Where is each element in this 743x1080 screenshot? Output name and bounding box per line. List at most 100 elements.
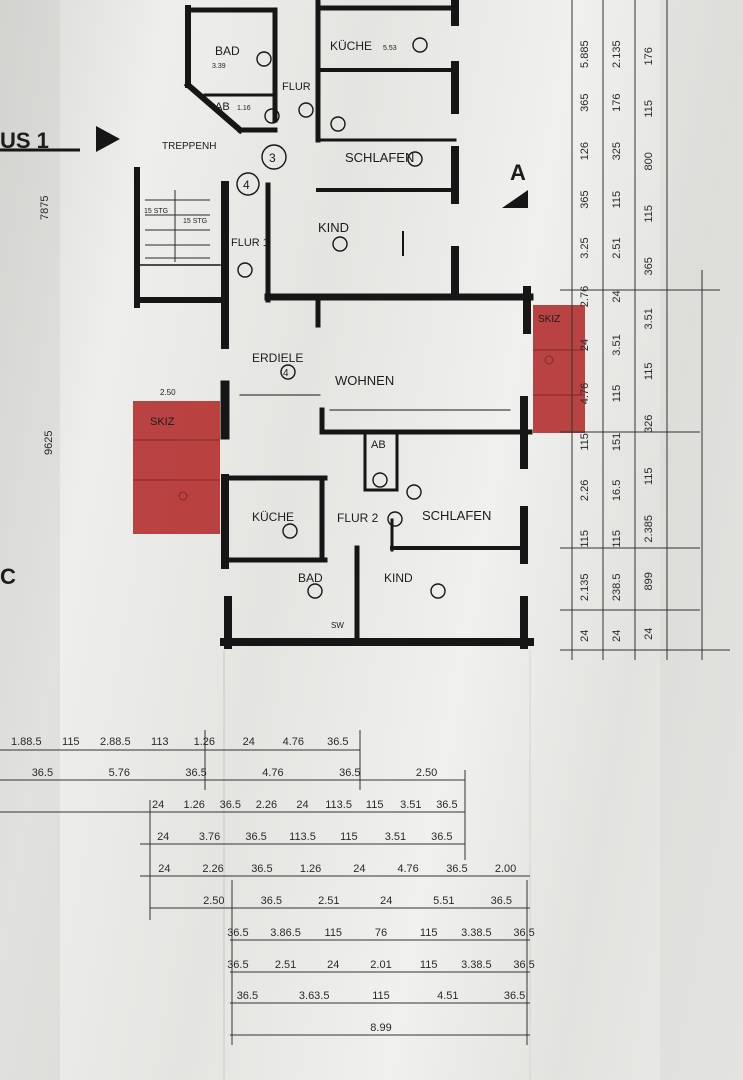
bottom-dim-text: 24 — [157, 831, 169, 843]
lower-left-dim-top: 2.50 — [160, 388, 176, 397]
bottom-dim-text: 115 — [340, 831, 358, 843]
right-dim-text: 5.885 — [579, 40, 591, 68]
right-dim-text: 126 — [579, 142, 591, 160]
bottom-dim-text: 4.51 — [437, 990, 458, 1002]
bottom-dim-text: 3.38.5 — [461, 959, 492, 971]
upper-ab-area: 1.16 — [237, 105, 251, 112]
right-dim-text: 2.26 — [579, 480, 591, 501]
right-dim-text: 2.385 — [643, 515, 655, 543]
upper-flur1: FLUR 1 — [231, 237, 269, 249]
right-dim-text: 2.135 — [579, 574, 591, 602]
lower-kueche: KÜCHE — [252, 510, 294, 524]
bottom-dim-text: 1.26 — [183, 799, 204, 811]
bottom-dim-text: 36.5 — [491, 895, 512, 907]
upper-bad: BAD — [215, 44, 240, 58]
bottom-dim-text: 115 — [325, 927, 343, 939]
lower-flur2: FLUR 2 — [337, 511, 379, 525]
bottom-dim-text: 76 — [375, 927, 387, 939]
right-dim-text: 24 — [579, 339, 591, 351]
bottom-dim-text: 4.76 — [262, 767, 283, 779]
right-dim-text: 2.51 — [611, 237, 623, 258]
right-dim-text: 24 — [611, 630, 623, 642]
bottom-dim-text: 2.26 — [202, 863, 223, 875]
right-dim-text: 365 — [579, 190, 591, 208]
upper-stg2: 15 STG — [183, 218, 207, 225]
right-dim-text: 115 — [643, 205, 655, 223]
bottom-dim-text: 36.5 — [513, 959, 534, 971]
bottom-dim-text: 3.38.5 — [461, 927, 492, 939]
bottom-dim-text: 3.63.5 — [299, 990, 330, 1002]
bottom-dim-text: 113.5 — [289, 831, 316, 843]
bottom-dim-text: 36.5 — [431, 831, 452, 843]
left-dim-0: 7875 — [39, 196, 51, 220]
right-dim-text: 2.76 — [579, 286, 591, 307]
bottom-dim-text: 5.76 — [109, 767, 130, 779]
bottom-dim-text: 2.00 — [495, 863, 516, 875]
section-arrow-icon — [502, 190, 528, 208]
upper-circle-3: 3 — [269, 151, 276, 165]
bottom-dim-text: 3.51 — [385, 831, 406, 843]
bottom-dim-text: 36.5 — [32, 767, 53, 779]
right-dim-text: 151 — [611, 433, 623, 451]
right-dim-text: 326 — [643, 415, 655, 433]
right-dim-text: 4.76 — [579, 383, 591, 404]
bottom-dim-text: 2.50 — [203, 895, 224, 907]
bottom-dim-text: 36.5 — [227, 927, 248, 939]
lower-sw: SW — [331, 621, 344, 630]
upper-schlafen: SCHLAFEN — [345, 150, 414, 165]
bottom-dim-text: 36.5 — [185, 767, 206, 779]
upper-floor-labels: BAD 3.39 KÜCHE 5.53 FLUR AB 1.16 SCHLAFE… — [144, 39, 414, 249]
lower-circle-4: 4 — [283, 368, 289, 379]
right-dim-text: 325 — [611, 142, 623, 160]
upper-floor-walls — [134, 0, 534, 349]
bottom-dimensions: 1.88.5 115 2.88.5 113 1.26 24 4.76 36.5 36.5 5.76… — [11, 736, 535, 1034]
lower-wohnen: WOHNEN — [335, 373, 394, 388]
lower-erdiele: ERDIELE — [252, 351, 303, 365]
bottom-dim-text: 113 — [151, 736, 169, 748]
right-dim-text: 24 — [643, 628, 655, 640]
bottom-dim-text: 36.5 — [513, 927, 534, 939]
left-dim-1: 9625 — [43, 431, 55, 455]
right-dim-text: 800 — [643, 152, 655, 170]
bottom-dim-text: 36.5 — [261, 895, 282, 907]
bottom-dim-text: 1.26 — [300, 863, 321, 875]
bottom-dim-text: 8.99 — [370, 1022, 391, 1034]
bottom-dim-text: 115 — [366, 799, 384, 811]
right-dim-text: 115 — [611, 385, 623, 403]
lower-floor-labels: ERDIELE WOHNEN AB KÜCHE FLUR 2 SCHLAFEN … — [150, 314, 560, 630]
upper-stg1: 15 STG — [144, 208, 168, 215]
bottom-dimension-lines — [0, 730, 530, 1045]
upper-ab: AB — [215, 101, 230, 113]
right-dim-text: 365 — [579, 94, 591, 112]
terrace-hatch — [133, 349, 585, 501]
bottom-dim-text: 3.51 — [400, 799, 421, 811]
bottom-dim-text: 1.26 — [194, 736, 215, 748]
stair-hatch — [145, 190, 210, 262]
bottom-dim-text: 2.51 — [275, 959, 296, 971]
right-dim-text: 115 — [643, 363, 655, 381]
bottom-dim-text: 2.88.5 — [100, 736, 131, 748]
lower-schlafen: SCHLAFEN — [422, 508, 491, 523]
right-dim-text: 115 — [579, 530, 591, 548]
right-dim-text: 115 — [643, 100, 655, 118]
bottom-dim-text: 24 — [327, 959, 339, 971]
bottom-dim-text: 24 — [353, 863, 365, 875]
right-dim-text: 16.5 — [611, 480, 623, 501]
left-dimensions: 7875 9625 — [39, 196, 55, 455]
right-dim-text: 115 — [611, 191, 623, 209]
bottom-dim-text: 113.5 — [325, 799, 352, 811]
bottom-dim-text: 2.26 — [256, 799, 277, 811]
bottom-dim-text: 24 — [243, 736, 255, 748]
upper-flur: FLUR — [282, 81, 311, 93]
section-mark: A — [510, 160, 526, 185]
right-dim-text: 3.51 — [643, 308, 655, 329]
upper-kind: KIND — [318, 220, 349, 235]
right-dim-text: 176 — [611, 94, 623, 112]
bottom-dim-text: 115 — [62, 736, 80, 748]
bottom-dim-text: 2.01 — [370, 959, 391, 971]
bottom-dim-text: 115 — [372, 990, 390, 1002]
side-mark: C — [0, 564, 16, 589]
bottom-dim-text: 1.88.5 — [11, 736, 42, 748]
